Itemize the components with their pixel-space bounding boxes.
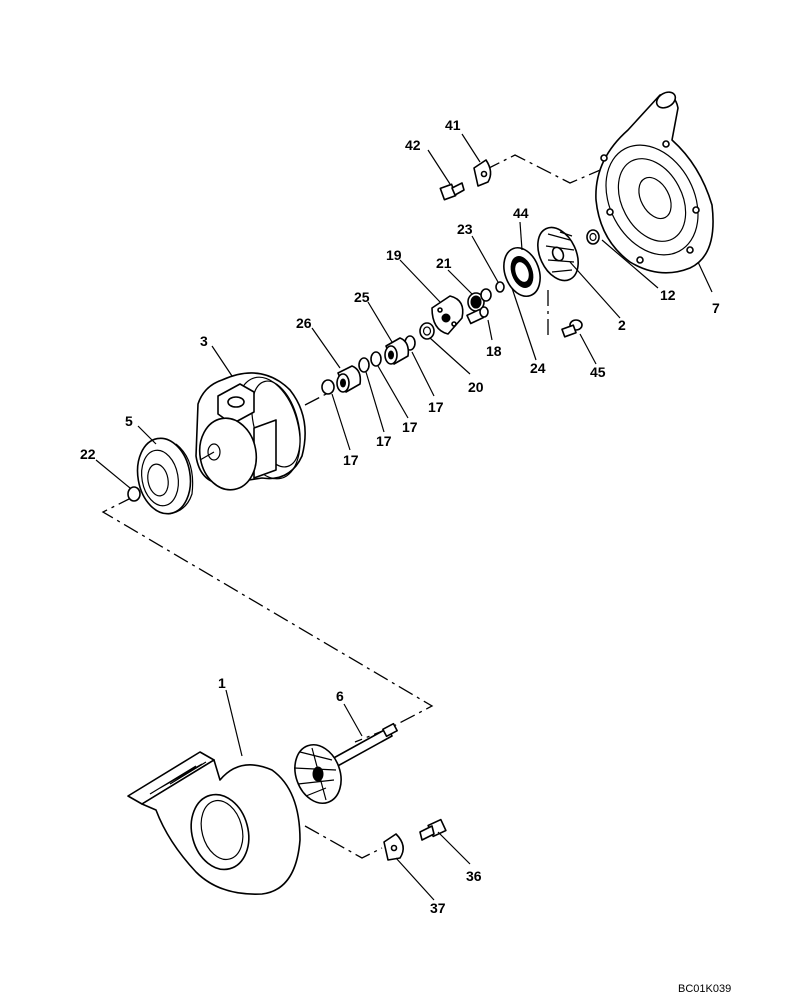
callout-36: 36 xyxy=(466,868,482,884)
callout-17-d: 17 xyxy=(428,399,444,415)
callout-12: 12 xyxy=(660,287,676,303)
compressor-wheel-part-2 xyxy=(537,226,579,282)
turbine-wheel-shaft-part-6 xyxy=(293,722,398,804)
journal-bearing-part-26 xyxy=(336,365,362,393)
bolt-part-42 xyxy=(439,182,465,201)
bushing-part-25 xyxy=(384,337,410,365)
center-housing-part-3 xyxy=(195,372,306,491)
screw-part-45 xyxy=(561,319,583,338)
retaining-ring-part-17-a xyxy=(321,379,335,395)
callout-17-a: 17 xyxy=(343,452,359,468)
callout-3: 3 xyxy=(200,333,208,349)
seal-ring-part-23 xyxy=(495,281,505,293)
callout-5: 5 xyxy=(125,413,133,429)
sleeve-part-18 xyxy=(466,306,489,325)
callout-45: 45 xyxy=(590,364,606,380)
thrust-bearing-part-19 xyxy=(431,295,464,335)
callout-2: 2 xyxy=(618,317,626,333)
callout-23: 23 xyxy=(457,221,473,237)
o-ring-part-22 xyxy=(127,486,141,502)
callout-19: 19 xyxy=(386,247,402,263)
callout-6: 6 xyxy=(336,688,344,704)
callout-17-c: 17 xyxy=(402,419,418,435)
callout-21: 21 xyxy=(436,255,452,271)
washer-part-20 xyxy=(419,322,435,340)
spring-part-21 xyxy=(467,288,492,312)
callout-labels: 41 42 44 23 21 19 25 26 3 5 22 12 7 2 45… xyxy=(80,117,720,916)
figure-code: BC01K039 xyxy=(678,983,731,995)
compressor-housing-part-7 xyxy=(595,91,714,274)
thrust-collar-part-44 xyxy=(503,246,541,298)
callout-20: 20 xyxy=(468,379,484,395)
callout-7: 7 xyxy=(712,300,720,316)
callout-24: 24 xyxy=(530,360,546,376)
callout-22: 22 xyxy=(80,446,96,462)
callout-37: 37 xyxy=(430,900,446,916)
leader-lines xyxy=(95,133,713,901)
backplate-part-5 xyxy=(136,437,194,515)
callout-18: 18 xyxy=(486,343,502,359)
callout-41: 41 xyxy=(445,117,461,133)
callout-26: 26 xyxy=(296,315,312,331)
retaining-ring-part-17-b xyxy=(358,357,370,373)
callout-42: 42 xyxy=(405,137,421,153)
nut-part-12 xyxy=(586,229,600,245)
callout-1: 1 xyxy=(218,675,226,691)
lock-plate-part-41 xyxy=(473,159,492,187)
lock-plate-part-37 xyxy=(383,833,404,861)
bolt-part-36 xyxy=(419,818,447,841)
callout-25: 25 xyxy=(354,289,370,305)
retaining-ring-part-17-c xyxy=(370,351,382,367)
callout-44: 44 xyxy=(513,205,529,221)
callout-17-b: 17 xyxy=(376,433,392,449)
turbine-housing-part-1 xyxy=(127,751,301,895)
